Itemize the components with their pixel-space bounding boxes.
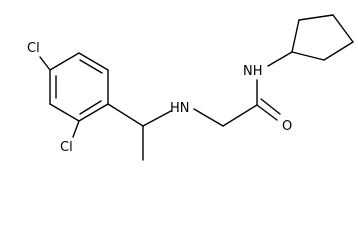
amine-nh-label: HN bbox=[170, 101, 190, 116]
oxygen-label: O bbox=[282, 119, 292, 134]
ring-bond bbox=[49, 52, 80, 71]
ring-bond bbox=[78, 103, 109, 122]
ch2-to-carbonyl-bond bbox=[222, 104, 258, 127]
structure-diagram: Cl Cl HN O NH bbox=[27, 14, 354, 161]
carbonyl-double-bond bbox=[260, 98, 281, 115]
ring-bond bbox=[298, 14, 334, 21]
ring-bond bbox=[291, 51, 325, 61]
ring-double-bond bbox=[79, 100, 102, 115]
ring-bond bbox=[49, 103, 80, 122]
cl-top-bond bbox=[39, 56, 51, 71]
carbonyl-double-bond bbox=[256, 104, 278, 121]
ring-bond bbox=[332, 14, 354, 43]
ring-double-bond bbox=[79, 59, 103, 74]
ring-to-ch-bond bbox=[107, 103, 144, 127]
chlorine-top-label: Cl bbox=[27, 41, 40, 56]
nh-to-ch2-bond bbox=[193, 108, 224, 127]
ring-bond bbox=[323, 41, 354, 61]
amide-nh-label: NH bbox=[243, 64, 263, 79]
ring-bond bbox=[291, 19, 300, 53]
cl-bottom-bond bbox=[72, 120, 80, 138]
ring-bond bbox=[78, 52, 109, 71]
nh-to-cyclopentyl-bond bbox=[267, 51, 293, 67]
cyclopentane-ring bbox=[291, 14, 354, 61]
chlorine-bottom-label: Cl bbox=[60, 140, 73, 155]
benzene-ring bbox=[49, 52, 109, 122]
ch-to-nh-bond bbox=[142, 110, 172, 127]
